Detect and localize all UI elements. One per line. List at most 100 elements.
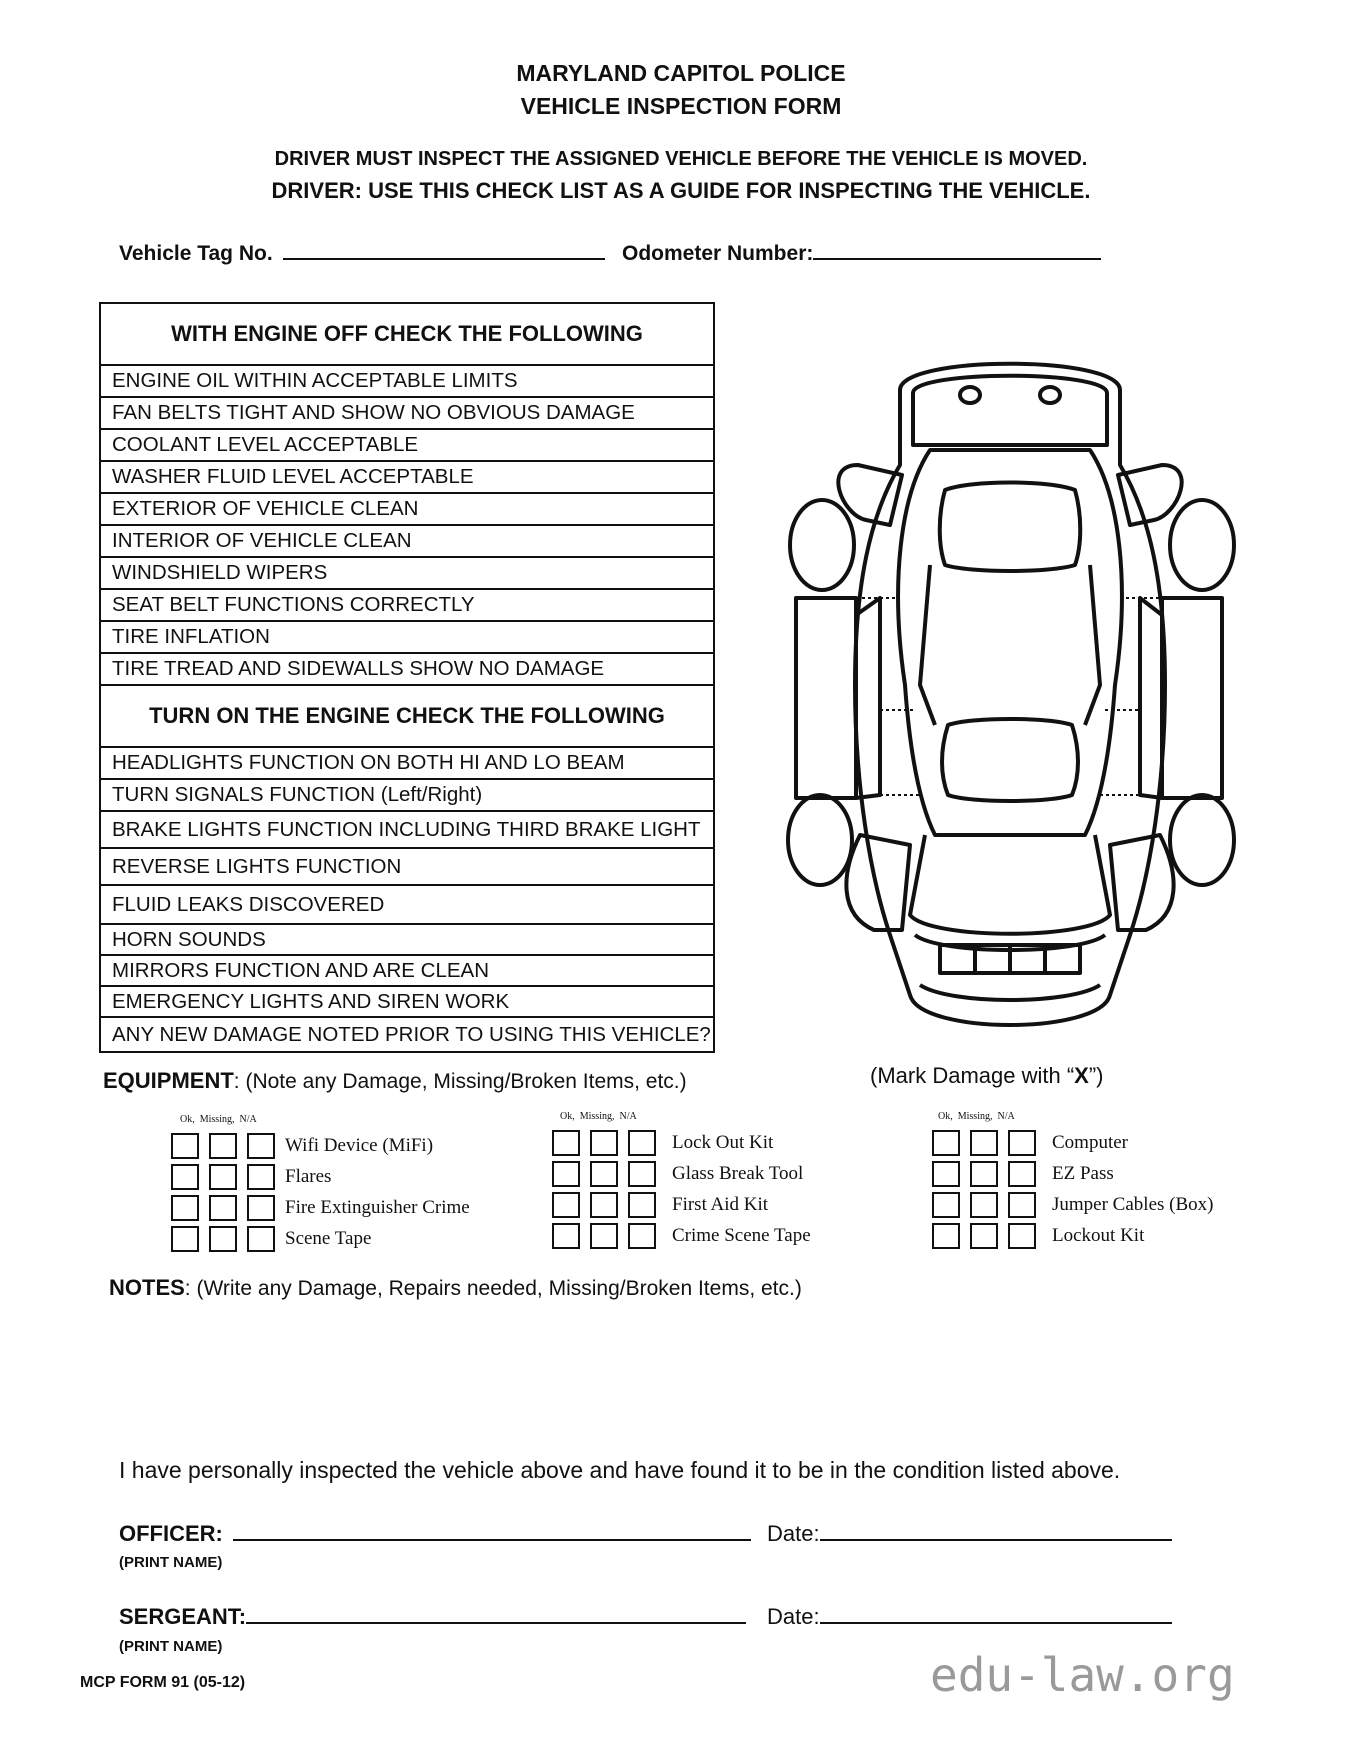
na-checkbox[interactable] <box>247 1225 275 1252</box>
ok-checkbox[interactable] <box>932 1160 960 1187</box>
checklist-row: ENGINE OIL WITHIN ACCEPTABLE LIMITS <box>101 366 713 398</box>
ok-checkbox[interactable] <box>552 1160 580 1187</box>
missing-checkbox[interactable] <box>590 1129 618 1156</box>
ok-checkbox[interactable] <box>171 1194 199 1221</box>
vehicle-damage-diagram[interactable] <box>770 355 1250 1055</box>
equipment-row: Crime Scene Tape <box>552 1220 811 1251</box>
officer-field: OFFICER: <box>119 1521 752 1547</box>
equipment-group-1: Wifi Device (MiFi) Flares Fire Extinguis… <box>171 1130 470 1254</box>
ok-checkbox[interactable] <box>932 1222 960 1249</box>
sergeant-date-field: Date: <box>767 1604 1172 1630</box>
checklist-row: FAN BELTS TIGHT AND SHOW NO OBVIOUS DAMA… <box>101 398 713 430</box>
equipment-item-label: Lockout Kit <box>1052 1224 1145 1246</box>
equipment-item-label: Scene Tape <box>285 1227 372 1249</box>
missing-checkbox[interactable] <box>970 1160 998 1187</box>
vehicle-tag-field: Vehicle Tag No. <box>119 240 605 266</box>
notes-title: NOTES: (Write any Damage, Repairs needed… <box>109 1275 802 1301</box>
checklist-row: COOLANT LEVEL ACCEPTABLE <box>101 430 713 462</box>
equipment-row: Jumper Cables (Box) <box>932 1189 1213 1220</box>
rear-right-wheel <box>1168 793 1236 887</box>
na-checkbox[interactable] <box>628 1129 656 1156</box>
equipment-item-label: Wifi Device (MiFi) <box>285 1134 434 1156</box>
equipment-subtitle: : (Note any Damage, Missing/Broken Items… <box>233 1070 687 1093</box>
missing-checkbox[interactable] <box>590 1160 618 1187</box>
officer-name-line[interactable] <box>233 1521 752 1541</box>
officer-print-name: (PRINT NAME) <box>119 1554 223 1571</box>
notes-label: NOTES <box>109 1275 185 1300</box>
engine-on-header: TURN ON THE ENGINE CHECK THE FOLLOWING <box>101 686 713 748</box>
missing-checkbox[interactable] <box>209 1132 237 1159</box>
equipment-item-label: Computer <box>1052 1131 1128 1153</box>
vehicle-tag-input-line[interactable] <box>282 240 605 260</box>
equipment-label: EQUIPMENT <box>103 1068 234 1093</box>
notes-subtitle: : (Write any Damage, Repairs needed, Mis… <box>184 1277 802 1300</box>
na-checkbox[interactable] <box>1008 1191 1036 1218</box>
na-checkbox[interactable] <box>628 1191 656 1218</box>
equipment-row: Computer <box>932 1127 1213 1158</box>
missing-checkbox[interactable] <box>590 1222 618 1249</box>
missing-checkbox[interactable] <box>209 1194 237 1221</box>
damage-mark-caption: (Mark Damage with “X”) <box>870 1063 1104 1088</box>
front-right-wheel <box>1168 498 1236 592</box>
na-checkbox[interactable] <box>247 1194 275 1221</box>
notes-area[interactable] <box>109 1305 1249 1445</box>
na-checkbox[interactable] <box>628 1160 656 1187</box>
equipment-row: EZ Pass <box>932 1158 1213 1189</box>
equipment-item-label: Lock Out Kit <box>672 1131 774 1153</box>
officer-date-field: Date: <box>767 1521 1172 1547</box>
sergeant-date-line[interactable] <box>819 1604 1172 1624</box>
equipment-row: Glass Break Tool <box>552 1158 811 1189</box>
ok-checkbox[interactable] <box>552 1222 580 1249</box>
vehicle-tag-label: Vehicle Tag No. <box>119 242 273 265</box>
checklist-row: FLUID LEAKS DISCOVERED <box>101 886 713 925</box>
missing-checkbox[interactable] <box>209 1163 237 1190</box>
na-checkbox[interactable] <box>1008 1222 1036 1249</box>
equipment-col-headers-2: Ok, Missing, N/A <box>560 1111 637 1122</box>
equipment-col-headers-1: Ok, Missing, N/A <box>180 1114 257 1125</box>
equipment-row: Scene Tape <box>171 1223 470 1254</box>
missing-checkbox[interactable] <box>970 1129 998 1156</box>
ok-checkbox[interactable] <box>932 1129 960 1156</box>
ok-checkbox[interactable] <box>171 1163 199 1190</box>
na-checkbox[interactable] <box>247 1132 275 1159</box>
missing-checkbox[interactable] <box>970 1191 998 1218</box>
ok-checkbox[interactable] <box>552 1191 580 1218</box>
na-checkbox[interactable] <box>628 1222 656 1249</box>
equipment-row: Lock Out Kit <box>552 1127 811 1158</box>
missing-checkbox[interactable] <box>209 1225 237 1252</box>
missing-checkbox[interactable] <box>590 1191 618 1218</box>
sergeant-name-line[interactable] <box>246 1604 747 1624</box>
checklist-row: TIRE INFLATION <box>101 622 713 654</box>
site-watermark: edu-law.org <box>930 1648 1235 1702</box>
form-agency-title: MARYLAND CAPITOL POLICE <box>516 60 846 86</box>
checklist-row: HEADLIGHTS FUNCTION ON BOTH HI AND LO BE… <box>101 748 713 780</box>
certification-statement: I have personally inspected the vehicle … <box>119 1457 1121 1483</box>
sergeant-print-name: (PRINT NAME) <box>119 1638 223 1655</box>
odometer-label: Odometer Number: <box>622 242 814 265</box>
officer-date-label: Date: <box>767 1521 820 1546</box>
checklist-row: SEAT BELT FUNCTIONS CORRECTLY <box>101 590 713 622</box>
damage-mark-x: X <box>1074 1063 1089 1088</box>
inspection-checklist-table: WITH ENGINE OFF CHECK THE FOLLOWING ENGI… <box>99 302 715 1053</box>
sergeant-field: SERGEANT: <box>119 1604 747 1630</box>
na-checkbox[interactable] <box>1008 1129 1036 1156</box>
missing-checkbox[interactable] <box>970 1222 998 1249</box>
sergeant-date-label: Date: <box>767 1604 820 1629</box>
equipment-row: Wifi Device (MiFi) <box>171 1130 470 1161</box>
ok-checkbox[interactable] <box>171 1225 199 1252</box>
odometer-input-line[interactable] <box>813 240 1102 260</box>
ok-checkbox[interactable] <box>171 1132 199 1159</box>
na-checkbox[interactable] <box>1008 1160 1036 1187</box>
ok-checkbox[interactable] <box>552 1129 580 1156</box>
odometer-field: Odometer Number: <box>622 240 1102 266</box>
checklist-row: HORN SOUNDS <box>101 925 713 956</box>
checklist-row: ANY NEW DAMAGE NOTED PRIOR TO USING THIS… <box>112 1022 711 1046</box>
checklist-row: EXTERIOR OF VEHICLE CLEAN <box>101 494 713 526</box>
equipment-item-label: Crime Scene Tape <box>672 1224 811 1246</box>
equipment-title: EQUIPMENT: (Note any Damage, Missing/Bro… <box>103 1068 687 1094</box>
ok-checkbox[interactable] <box>932 1191 960 1218</box>
officer-date-line[interactable] <box>819 1521 1172 1541</box>
equipment-item-label: First Aid Kit <box>672 1193 769 1215</box>
na-checkbox[interactable] <box>247 1163 275 1190</box>
equipment-row: Lockout Kit <box>932 1220 1213 1251</box>
